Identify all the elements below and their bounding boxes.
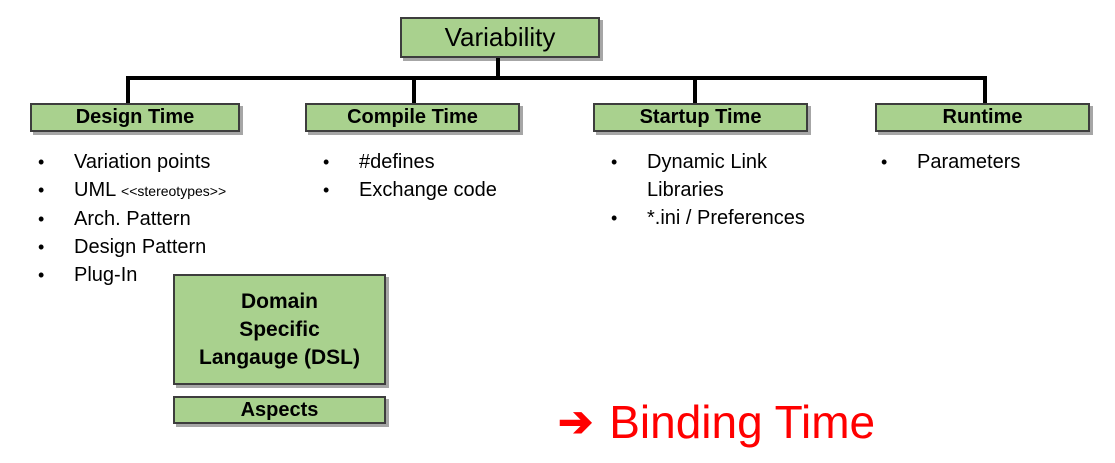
connector-compile-stub-line — [412, 80, 416, 103]
dsl-box: Domain Specific Langauge (DSL) — [173, 274, 386, 385]
list-item-text: Arch. Pattern — [74, 208, 191, 230]
bullet-icon: • — [323, 180, 330, 200]
bullet-icon: • — [38, 209, 45, 229]
list-item-text: Exchange code — [359, 179, 497, 201]
connector-runtime-stub-line — [983, 80, 987, 103]
binding-time-annotation: ➔ Binding Time — [558, 396, 875, 448]
list-item: • Plug-In — [38, 261, 288, 289]
variability-root-box: Variability — [400, 17, 600, 58]
dsl-line-1: Domain — [240, 289, 318, 313]
runtime-header-box: Runtime — [875, 103, 1090, 132]
list-item: • Dynamic Link Libraries — [611, 148, 826, 204]
runtime-list: • Parameters — [881, 148, 1096, 176]
list-item-text: #defines — [359, 151, 435, 173]
startup-time-list: • Dynamic Link Libraries • *.ini / Prefe… — [611, 148, 826, 232]
list-item-text: *.ini / Preferences — [647, 207, 805, 229]
stereotypes-annotation: <<stereotypes>> — [121, 183, 227, 199]
dsl-line-2: Specific — [239, 317, 320, 341]
list-item: • *.ini / Preferences — [611, 204, 826, 232]
list-item-text: Plug-In — [74, 264, 138, 286]
design-time-header-label: Design Time — [75, 106, 195, 128]
list-item: • Exchange code — [323, 176, 553, 204]
list-item-text: Dynamic Link Libraries — [647, 151, 768, 201]
list-item-text: Variation points — [74, 151, 211, 173]
aspects-box-label: Aspects — [240, 398, 319, 421]
variability-root-label: Variability — [444, 22, 556, 52]
dsl-box-label: Domain Specific Langauge (DSL) — [199, 288, 360, 372]
bullet-icon: • — [38, 237, 45, 257]
list-item: • #defines — [323, 148, 553, 176]
list-item: • Parameters — [881, 148, 1096, 176]
list-item: • Variation points — [38, 148, 288, 176]
bullet-icon: • — [38, 180, 45, 200]
bullet-icon: • — [38, 152, 45, 172]
binding-time-label: Binding Time — [609, 396, 876, 448]
list-item: • Design Pattern — [38, 233, 288, 261]
list-item-text: UML <<stereotypes>> — [74, 176, 288, 205]
bullet-icon: • — [611, 208, 618, 228]
list-item: • UML <<stereotypes>> — [38, 176, 288, 205]
connector-horizontal-line — [126, 76, 987, 80]
right-arrow-icon: ➔ — [558, 398, 594, 445]
design-time-list: • Variation points • UML <<stereotypes>>… — [38, 148, 288, 289]
aspects-box: Aspects — [173, 396, 386, 424]
runtime-header-label: Runtime — [942, 106, 1023, 128]
uml-label: UML — [74, 179, 116, 201]
dsl-line-3: Langauge (DSL) — [199, 345, 360, 369]
bullet-icon: • — [881, 152, 888, 172]
compile-time-header-box: Compile Time — [305, 103, 520, 132]
compile-time-header-label: Compile Time — [347, 106, 478, 128]
startup-time-header-label: Startup Time — [639, 106, 762, 128]
startup-time-header-box: Startup Time — [593, 103, 808, 132]
bullet-icon: • — [323, 152, 330, 172]
list-item-text: Design Pattern — [74, 236, 207, 258]
connector-design-stub-line — [126, 80, 130, 103]
list-item: • Arch. Pattern — [38, 205, 288, 233]
list-item-text: Parameters — [917, 151, 1021, 173]
connector-startup-stub-line — [693, 80, 697, 103]
bullet-icon: • — [611, 152, 618, 172]
design-time-header-box: Design Time — [30, 103, 240, 132]
bullet-icon: • — [38, 265, 45, 285]
connector-root-vertical-line — [496, 58, 500, 78]
compile-time-list: • #defines • Exchange code — [323, 148, 553, 204]
